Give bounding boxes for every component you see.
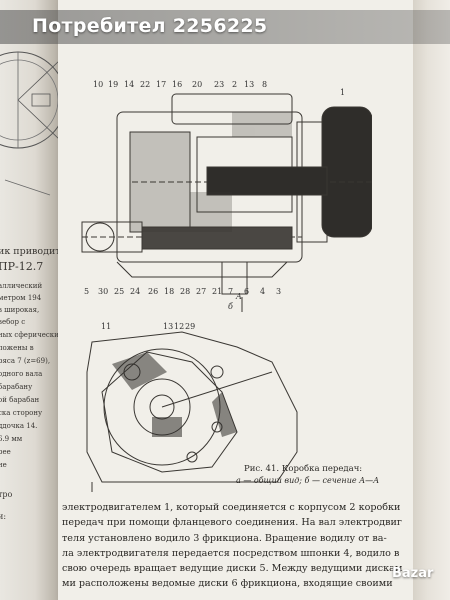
figure-label: 8 xyxy=(262,80,268,89)
figure-caption-subtitle: а — общий вид; б — сечение А—А xyxy=(236,476,380,485)
left-page-text: ик приводится xyxy=(0,246,72,257)
section-label: 13 xyxy=(163,322,174,331)
right-page-edge xyxy=(413,0,450,600)
left-page-text: ных сферических xyxy=(0,331,63,339)
section-label: 11 xyxy=(101,322,112,331)
body-line: электродвигателем 1, который соединяется… xyxy=(62,502,401,513)
figure-label: 6 xyxy=(244,287,250,296)
figure-label: 21 xyxy=(212,287,223,296)
figure-label: 27 xyxy=(196,287,207,296)
left-page-text: рее xyxy=(0,448,11,456)
figure-label: 14 xyxy=(124,80,135,89)
figure-label: 23 xyxy=(214,80,225,89)
left-page-text: ска сторону xyxy=(0,409,43,417)
right-page xyxy=(58,0,413,600)
figure-label: 28 xyxy=(180,287,191,296)
figure-label: 4 xyxy=(260,287,266,296)
section-label: 12 xyxy=(174,322,185,331)
figure-label: 26 xyxy=(148,287,159,296)
seller-title[interactable]: Потребител 2256225 xyxy=(32,15,268,37)
left-page xyxy=(0,0,58,600)
body-line: передач при помощи фланцевого соединения… xyxy=(62,517,402,529)
left-page-text: ложены в xyxy=(0,344,34,352)
body-line: ла электродвигателя передается посредств… xyxy=(62,547,400,559)
figure-label: 3 xyxy=(276,287,282,296)
figure-label: 16 xyxy=(172,80,183,89)
figure-label: 17 xyxy=(156,80,167,89)
figure-caption: Рис. 41. Коробка передач: xyxy=(244,464,363,474)
section-label: 29 xyxy=(185,322,196,331)
left-page-wheel-drawing xyxy=(0,51,58,196)
figure-label: 20 xyxy=(192,80,203,89)
left-page-text: ддочка 14. xyxy=(0,422,38,430)
left-page-text: и: xyxy=(0,512,7,521)
left-page-text: не xyxy=(0,461,7,469)
figure-label: 30 xyxy=(98,287,109,296)
watermark-logo: Bazar xyxy=(392,566,434,581)
left-page-text: 6.9 мм xyxy=(0,435,23,443)
left-page-text: одного вала xyxy=(0,370,43,378)
figure-label: 19 xyxy=(108,80,119,89)
body-text: электродвигателем 1, который соединяется… xyxy=(62,500,402,592)
figure-label: 24 xyxy=(130,287,141,296)
section-mark: A xyxy=(236,292,242,301)
body-line: теля установлено водило 3 фрикциона. Вра… xyxy=(62,532,387,544)
left-page-text: вебор с xyxy=(0,318,26,326)
seller-banner xyxy=(0,10,450,44)
figure-label: 5 xyxy=(84,287,90,296)
body-line: ми расположены ведомые диски 6 фрикциона… xyxy=(62,578,393,590)
figure-label: 13 xyxy=(244,80,255,89)
figure-label: 2 xyxy=(232,80,238,89)
figure-label: 22 xyxy=(140,80,151,89)
left-page-text: барабану xyxy=(0,383,33,391)
figure-label: 18 xyxy=(164,287,175,296)
figure-label: 1 xyxy=(340,88,346,97)
left-page-text: ПР-12.7 xyxy=(0,260,44,273)
figure-label: 25 xyxy=(114,287,125,296)
left-page-text: ряса 7 (z=69), xyxy=(0,357,51,365)
figure-label: 7 xyxy=(228,287,234,296)
section-mark: б xyxy=(228,302,233,311)
left-page-text: ой барабан xyxy=(0,396,40,404)
gearbox-drawing xyxy=(81,93,372,492)
left-page-text: метром 194 xyxy=(0,294,42,302)
body-line: свою очередь вращает ведущие диски 5. Ме… xyxy=(62,563,402,575)
left-page-text: тро xyxy=(0,490,13,499)
left-page-text: аллический xyxy=(0,282,43,290)
left-page-text: в широкая, xyxy=(0,306,40,314)
figure-label: 10 xyxy=(93,80,104,89)
